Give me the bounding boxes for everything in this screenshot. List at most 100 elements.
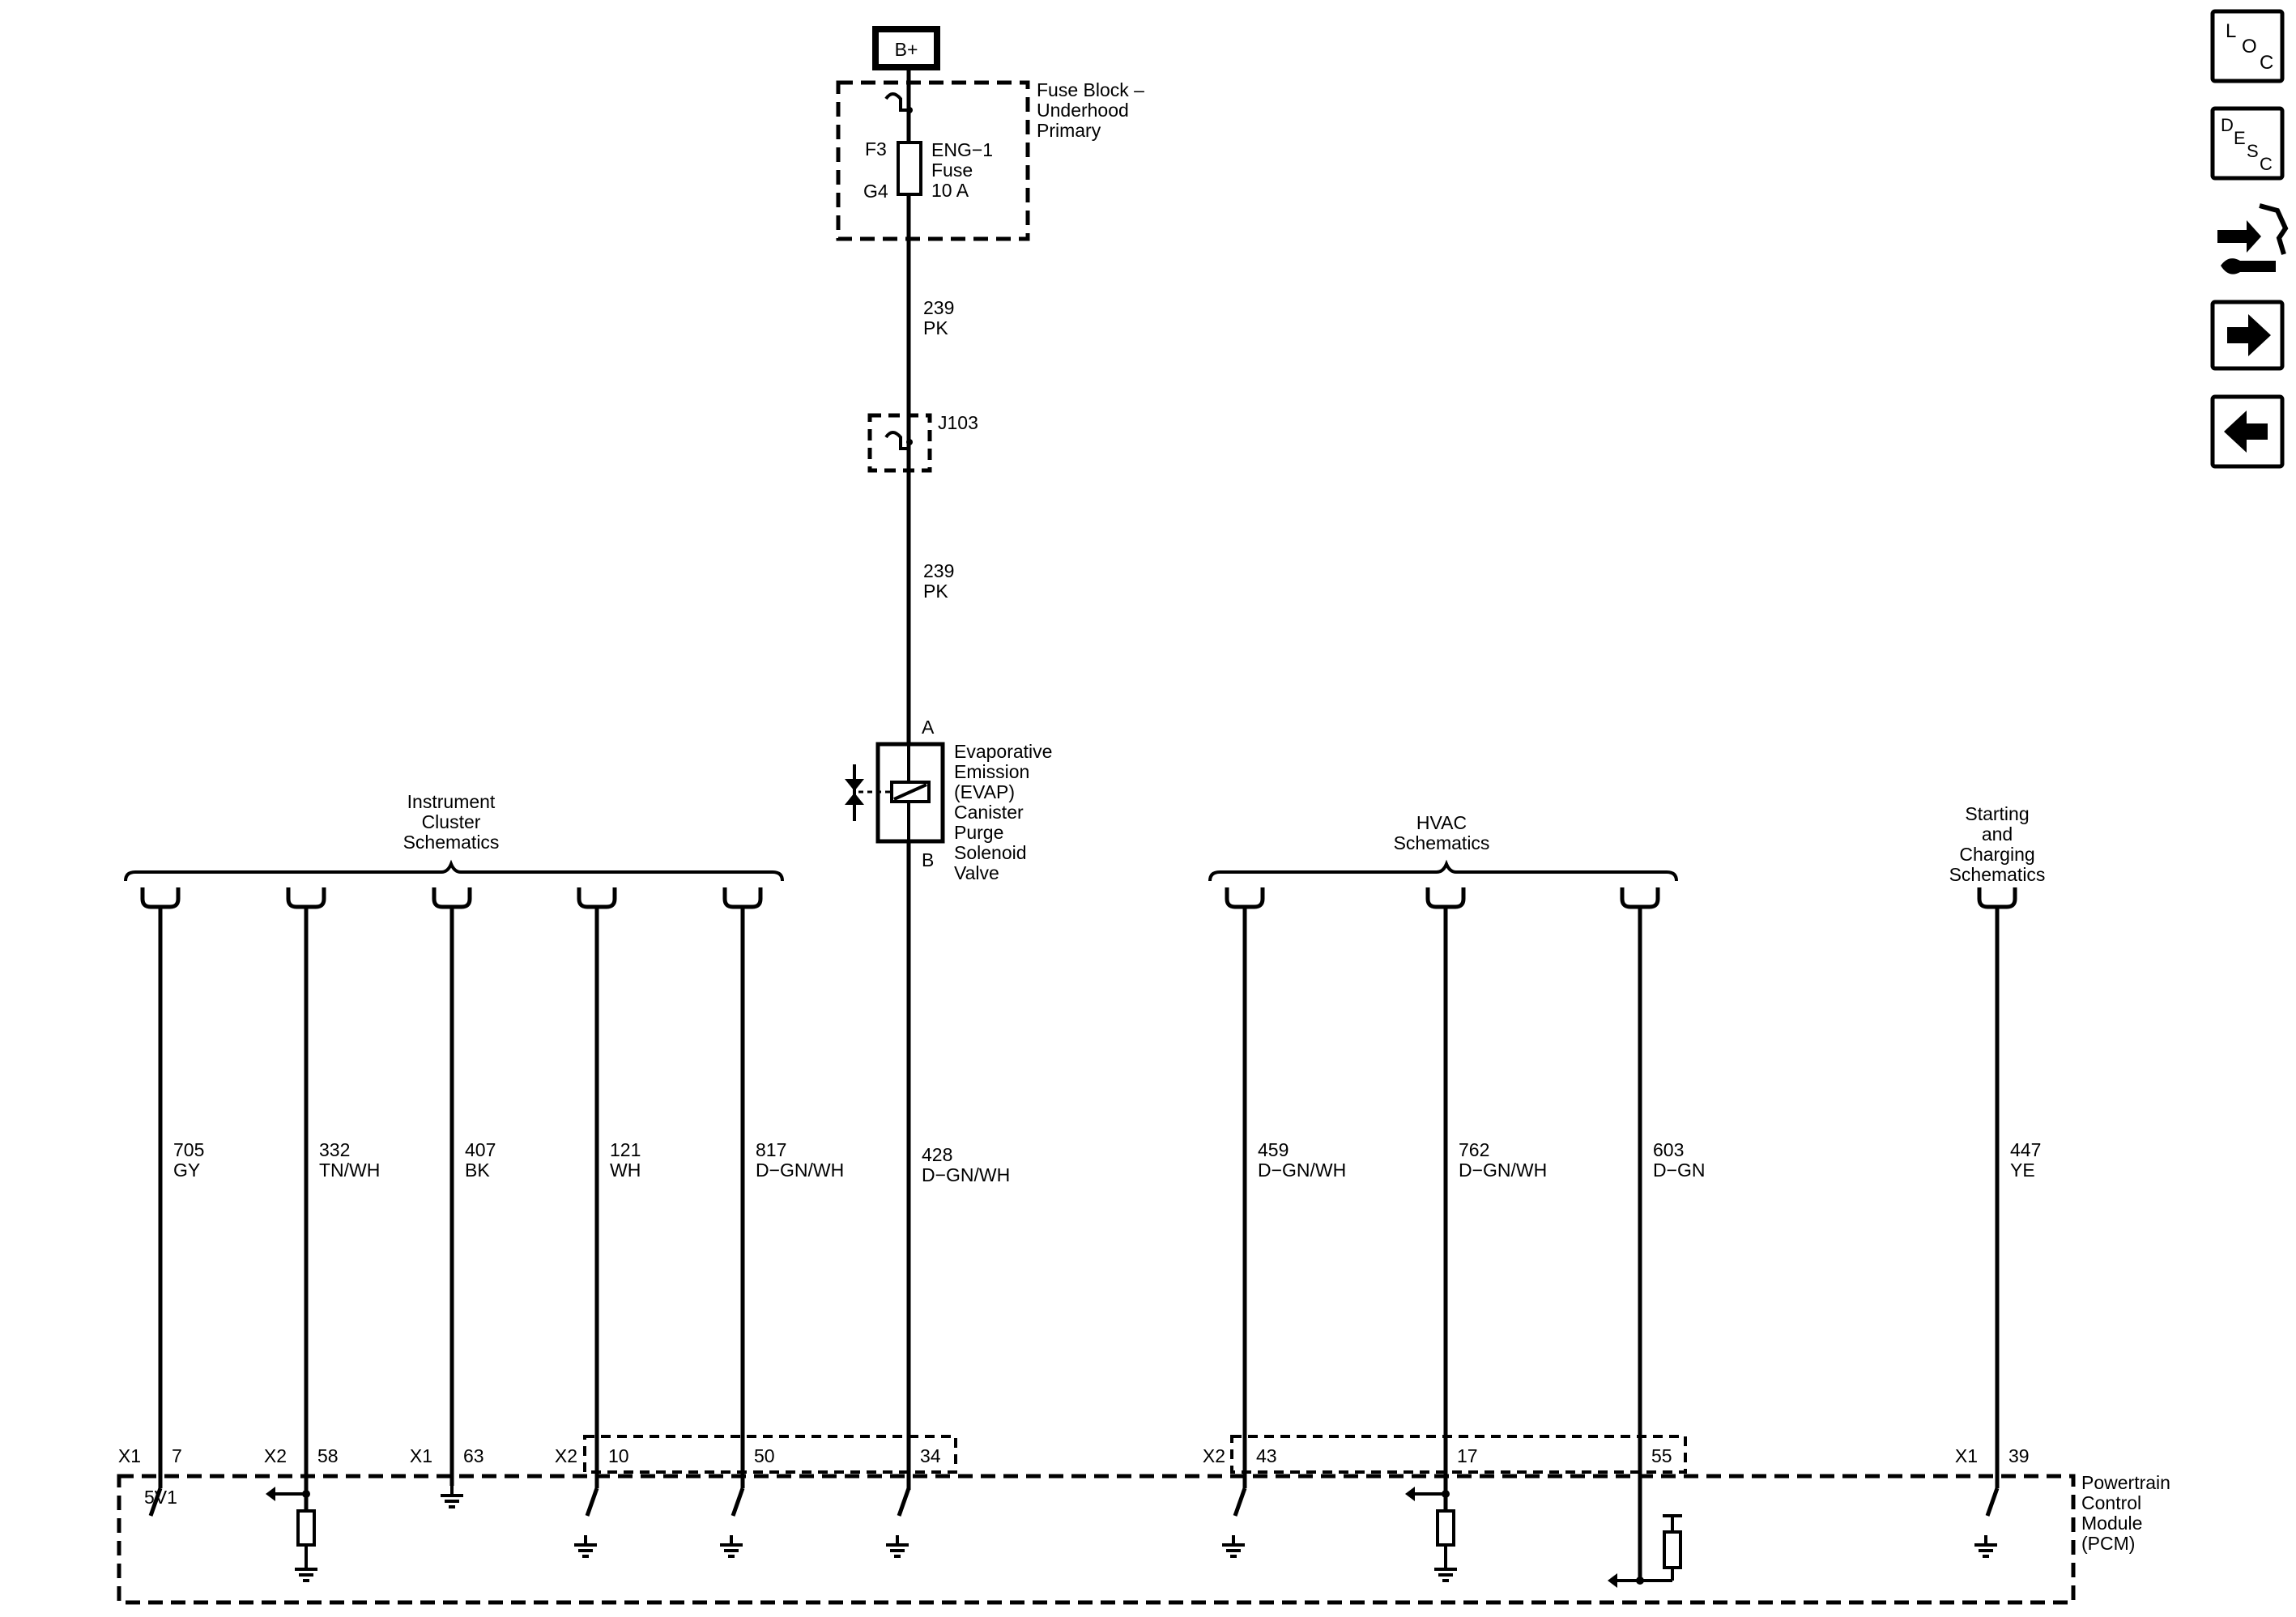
loc-icon[interactable]: L O C bbox=[2210, 9, 2285, 83]
hvac-brace bbox=[1208, 859, 1678, 882]
wire-circuit-label: 705 bbox=[173, 1139, 204, 1160]
wire-color-label: YE bbox=[2010, 1160, 2035, 1181]
fuse-block-label-3: Primary bbox=[1037, 120, 1101, 141]
evap-coil-slash bbox=[893, 783, 927, 801]
ref-connector bbox=[1425, 887, 1466, 909]
wire-color-label: TN/WH bbox=[319, 1160, 380, 1181]
ref-connector bbox=[286, 887, 326, 909]
pcm-pin-label: 17 bbox=[1457, 1445, 1478, 1466]
wire-color-label: GY bbox=[173, 1160, 200, 1181]
pcm-pin-label: 39 bbox=[2008, 1445, 2030, 1466]
evap-label-7: Valve bbox=[954, 862, 999, 883]
splice-connector-symbol bbox=[884, 431, 909, 450]
ref-connector bbox=[1225, 887, 1265, 909]
wire-circuit-label: 459 bbox=[1258, 1139, 1289, 1160]
hvac-label-2: Schematics bbox=[1394, 832, 1490, 853]
ref-connector bbox=[577, 887, 617, 909]
pcm-internal-pulldown-arrow bbox=[1608, 1457, 1682, 1588]
pcm-internal-switch bbox=[1222, 1457, 1247, 1558]
pcm-pin-label: 10 bbox=[608, 1445, 629, 1466]
svg-text:C: C bbox=[2260, 154, 2273, 174]
evap-pin-a: A bbox=[922, 717, 935, 738]
starting-charging-label-4: Schematics bbox=[1949, 864, 2046, 885]
splice-dot bbox=[906, 439, 913, 445]
instrument-cluster-brace bbox=[124, 859, 784, 882]
fuse-block-label-2: Underhood bbox=[1037, 100, 1129, 121]
desc-icon[interactable]: D E S C bbox=[2210, 106, 2285, 181]
evap-label-1: Evaporative bbox=[954, 741, 1052, 762]
connector-tool-icon[interactable] bbox=[2217, 203, 2289, 274]
ref-connector bbox=[722, 887, 763, 909]
pcm-internal-switch bbox=[720, 1457, 745, 1558]
arrow-left-icon[interactable] bbox=[2210, 394, 2285, 469]
wire-239-circuit-lower: 239 bbox=[923, 560, 954, 581]
wire-239-circuit-upper: 239 bbox=[923, 297, 954, 318]
pcm-connector-label: X1 bbox=[1955, 1445, 1978, 1466]
fuse-block-label-1: Fuse Block – bbox=[1037, 79, 1144, 100]
fuse-label-2: Fuse bbox=[931, 160, 973, 181]
fuse-block-connector-symbol bbox=[884, 92, 909, 112]
pcm-internal-switch bbox=[1974, 1457, 2000, 1558]
pcm-outline bbox=[117, 1474, 2076, 1605]
evap-label-4: Canister bbox=[954, 802, 1024, 823]
wire-color-label: D−GN/WH bbox=[1258, 1160, 1346, 1181]
pcm-label-1: Powertrain bbox=[2081, 1472, 2170, 1493]
wire-color-label: D−GN/WH bbox=[922, 1164, 1010, 1185]
splice-label: J103 bbox=[938, 412, 978, 433]
wire-color-label: D−GN bbox=[1653, 1160, 1706, 1181]
ref-connector bbox=[1977, 887, 2017, 909]
pcm-connector-label: X1 bbox=[118, 1445, 141, 1466]
ref-connector bbox=[140, 887, 181, 909]
b-plus-box bbox=[872, 26, 940, 70]
wire-color-label: WH bbox=[610, 1160, 641, 1181]
pcm-pin-label: 63 bbox=[463, 1445, 484, 1466]
pcm-pin-label: 43 bbox=[1256, 1445, 1277, 1466]
pcm-internal-ground-direct bbox=[441, 1457, 463, 1508]
pcm-internal-pullup bbox=[266, 1457, 317, 1582]
evap-label-3: (EVAP) bbox=[954, 781, 1015, 802]
ref-connector bbox=[1620, 887, 1660, 909]
b-plus-label: B+ bbox=[895, 39, 918, 60]
pcm-label-3: Module bbox=[2081, 1513, 2142, 1534]
pcm-internal-switch bbox=[886, 1457, 911, 1558]
svg-text:L: L bbox=[2226, 20, 2236, 42]
fuse-pin-in: F3 bbox=[865, 138, 887, 160]
evap-label-5: Purge bbox=[954, 822, 1003, 843]
splice-j103-outline bbox=[867, 413, 932, 473]
wire-circuit-label: 428 bbox=[922, 1144, 952, 1165]
wire-circuit-label: 603 bbox=[1653, 1139, 1684, 1160]
instrument-cluster-label-3: Schematics bbox=[403, 832, 500, 853]
fuse-label-1: ENG−1 bbox=[931, 139, 993, 160]
arrow-right-icon[interactable] bbox=[2210, 300, 2285, 371]
hvac-label-1: HVAC bbox=[1416, 812, 1467, 833]
wire-circuit-label: 121 bbox=[610, 1139, 641, 1160]
pcm-internal-switch-arrow bbox=[148, 1457, 163, 1517]
wire-circuit-label: 447 bbox=[2010, 1139, 2041, 1160]
wire-color-label: BK bbox=[465, 1160, 490, 1181]
pcm-internal-circuits bbox=[148, 1457, 2000, 1588]
pcm-pin-label: 58 bbox=[317, 1445, 339, 1466]
instrument-cluster-label-1: Instrument bbox=[407, 791, 496, 812]
starting-charging-label-2: and bbox=[1982, 823, 2013, 845]
wire-239-color-upper: PK bbox=[923, 317, 948, 338]
wire-239-color-lower: PK bbox=[923, 581, 948, 602]
pcm-internal-pullup bbox=[1405, 1457, 1457, 1582]
pcm-label-4: (PCM) bbox=[2081, 1533, 2135, 1554]
pcm-pin-label: 50 bbox=[754, 1445, 775, 1466]
evap-label-2: Emission bbox=[954, 761, 1029, 782]
svg-text:E: E bbox=[2234, 128, 2246, 148]
pcm-connector-label: X1 bbox=[410, 1445, 432, 1466]
wire-circuit-label: 817 bbox=[756, 1139, 786, 1160]
pcm-connector-label: X2 bbox=[555, 1445, 577, 1466]
wire-color-label: D−GN/WH bbox=[1459, 1160, 1547, 1181]
pcm-x2-connector-group-a bbox=[583, 1435, 957, 1474]
pcm-connector-label: X2 bbox=[1203, 1445, 1225, 1466]
pcm-connector-label: X2 bbox=[264, 1445, 287, 1466]
ref-connector bbox=[432, 887, 472, 909]
starting-charging-label-1: Starting bbox=[1965, 803, 2029, 824]
pcm-pin-label: 55 bbox=[1651, 1445, 1672, 1466]
pcm-pin-label: 34 bbox=[920, 1445, 941, 1466]
wire-color-label: D−GN/WH bbox=[756, 1160, 844, 1181]
evap-valve-arrow-down bbox=[845, 779, 864, 791]
